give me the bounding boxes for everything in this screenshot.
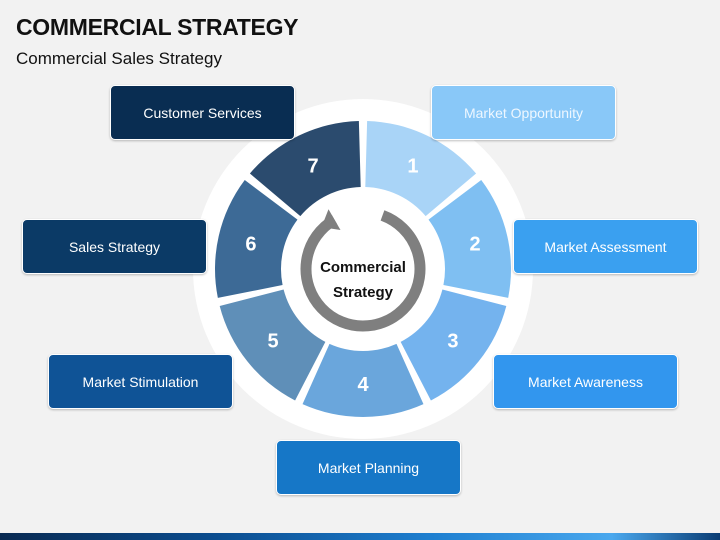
label-market-planning[interactable]: Market Planning (276, 440, 461, 495)
label-market-stimulation-text: Market Stimulation (82, 373, 199, 390)
center-label-line1: Commercial (320, 259, 406, 276)
segment-number-3: 3 (447, 331, 458, 353)
label-customer-services[interactable]: Customer Services (110, 85, 295, 140)
segment-number-7: 7 (308, 155, 319, 177)
segment-number-1: 1 (407, 155, 418, 177)
wheel-segment-5 (219, 289, 326, 401)
wheel-segment-4 (302, 343, 424, 417)
footer-gradient-bar (0, 533, 720, 540)
segment-number-2: 2 (470, 233, 481, 255)
label-market-planning-text: Market Planning (317, 459, 420, 476)
center-label-line2: Strategy (333, 284, 394, 301)
label-market-stimulation[interactable]: Market Stimulation (48, 354, 233, 409)
label-sales-strategy-text: Sales Strategy (68, 238, 161, 255)
page-title: COMMERCIAL STRATEGY (16, 14, 299, 40)
wheel-segment-7 (249, 121, 361, 217)
wheel-segment-2 (428, 179, 512, 298)
label-market-opportunity[interactable]: Market Opportunity (431, 85, 616, 140)
label-market-awareness[interactable]: Market Awareness (493, 354, 678, 409)
segment-number-6: 6 (245, 233, 256, 255)
label-customer-services-text: Customer Services (143, 104, 262, 121)
page-subtitle: Commercial Sales Strategy (16, 49, 222, 68)
label-market-assessment-text: Market Assessment (544, 238, 667, 255)
wheel-segments: 1 2 3 4 5 6 7 (215, 121, 512, 417)
cycle-arrow-head (321, 209, 341, 231)
wheel-segment-3 (400, 289, 507, 401)
label-sales-strategy[interactable]: Sales Strategy (22, 219, 207, 274)
label-market-awareness-text: Market Awareness (528, 373, 643, 390)
label-market-assessment[interactable]: Market Assessment (513, 219, 698, 274)
label-market-opportunity-text: Market Opportunity (463, 104, 584, 121)
wheel-segment-6 (215, 179, 298, 298)
segment-number-4: 4 (357, 374, 369, 396)
cycle-arrow-arc (300, 210, 426, 332)
wheel-segment-1 (365, 121, 477, 217)
segment-number-5: 5 (268, 331, 279, 353)
